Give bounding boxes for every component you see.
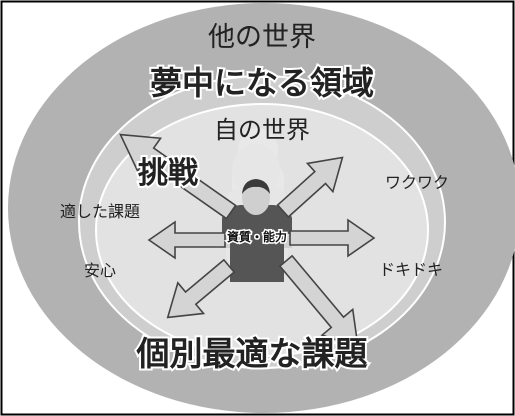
individual-task-label: 個別最適な課題 <box>136 334 368 373</box>
person-figure <box>222 179 292 282</box>
arrow-lower-left <box>166 258 236 319</box>
excitement-label: ワクワク <box>385 173 449 192</box>
outer-world-label: 他の世界 <box>208 22 316 53</box>
inner-world-label: 自の世界 <box>214 116 310 144</box>
arrow-lower-right <box>278 254 359 348</box>
arrow-left <box>147 220 226 260</box>
immersion-zone-label: 夢中になる領域 <box>150 64 374 102</box>
arrow-upper-left <box>119 133 237 220</box>
arrow-right <box>289 218 376 258</box>
thrill-label: ドキドキ <box>379 260 443 279</box>
arrow-upper-right <box>276 156 344 219</box>
relief-label: 安心 <box>84 261 116 280</box>
suitable-task-label: 適した課題 <box>60 202 140 221</box>
qualities-label: 資質・能力 <box>227 229 287 244</box>
challenge-label: 挑戦 <box>138 156 198 191</box>
